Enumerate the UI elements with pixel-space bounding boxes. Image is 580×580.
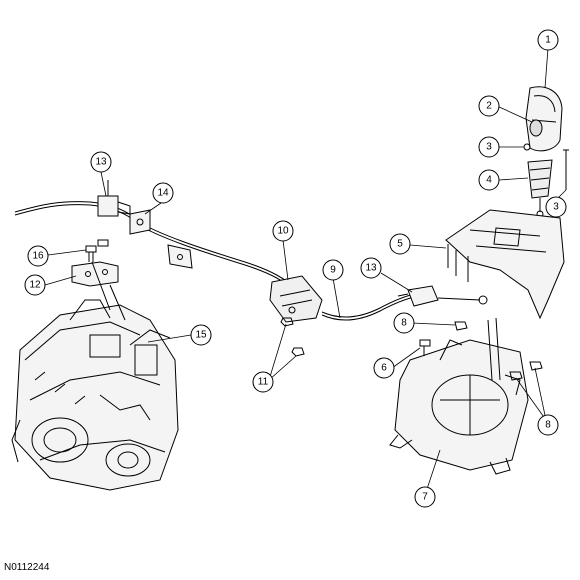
callout-12: 12 xyxy=(29,280,41,291)
mounting-bolt xyxy=(419,339,431,356)
callout-13-left: 13 xyxy=(95,157,107,168)
mounting-guide-lines xyxy=(91,261,126,321)
bolt xyxy=(85,239,109,262)
callout-2: 2 xyxy=(486,101,492,112)
callout-10: 10 xyxy=(277,226,289,237)
shifter-bezel xyxy=(445,209,565,320)
callout-7: 7 xyxy=(422,492,428,503)
callout-8-lower: 8 xyxy=(545,420,551,431)
figure-id: N0112244 xyxy=(4,562,50,573)
shifter-base-assembly xyxy=(389,317,529,475)
callout-8-upper: 8 xyxy=(401,318,407,329)
callout-3-upper: 3 xyxy=(486,142,492,153)
cable-clip xyxy=(129,209,151,235)
nut xyxy=(280,317,305,357)
callout-3-lower: 3 xyxy=(553,202,559,213)
callout-circles xyxy=(24,29,567,508)
bolt-set xyxy=(454,321,543,381)
callout-5: 5 xyxy=(397,239,403,250)
shift-boot xyxy=(527,159,553,218)
callout-11: 11 xyxy=(258,377,269,388)
cable-adjuster xyxy=(97,180,131,217)
knob-button xyxy=(529,119,543,137)
callout-9: 9 xyxy=(330,265,336,276)
callout-4: 4 xyxy=(486,175,492,186)
bracket xyxy=(71,261,119,287)
transmission-assembly xyxy=(11,299,179,491)
leader-lines xyxy=(44,47,567,496)
callout-1: 1 xyxy=(545,35,551,46)
callout-13-right: 13 xyxy=(365,263,377,274)
cable-adjuster-right xyxy=(397,285,439,307)
callout-14: 14 xyxy=(157,188,169,199)
shift-knob xyxy=(525,86,563,152)
cable-bracket xyxy=(269,275,323,323)
callout-15: 15 xyxy=(195,330,207,341)
callout-6: 6 xyxy=(381,363,387,374)
callout-16: 16 xyxy=(32,251,44,262)
cable-support-bracket xyxy=(167,244,193,269)
